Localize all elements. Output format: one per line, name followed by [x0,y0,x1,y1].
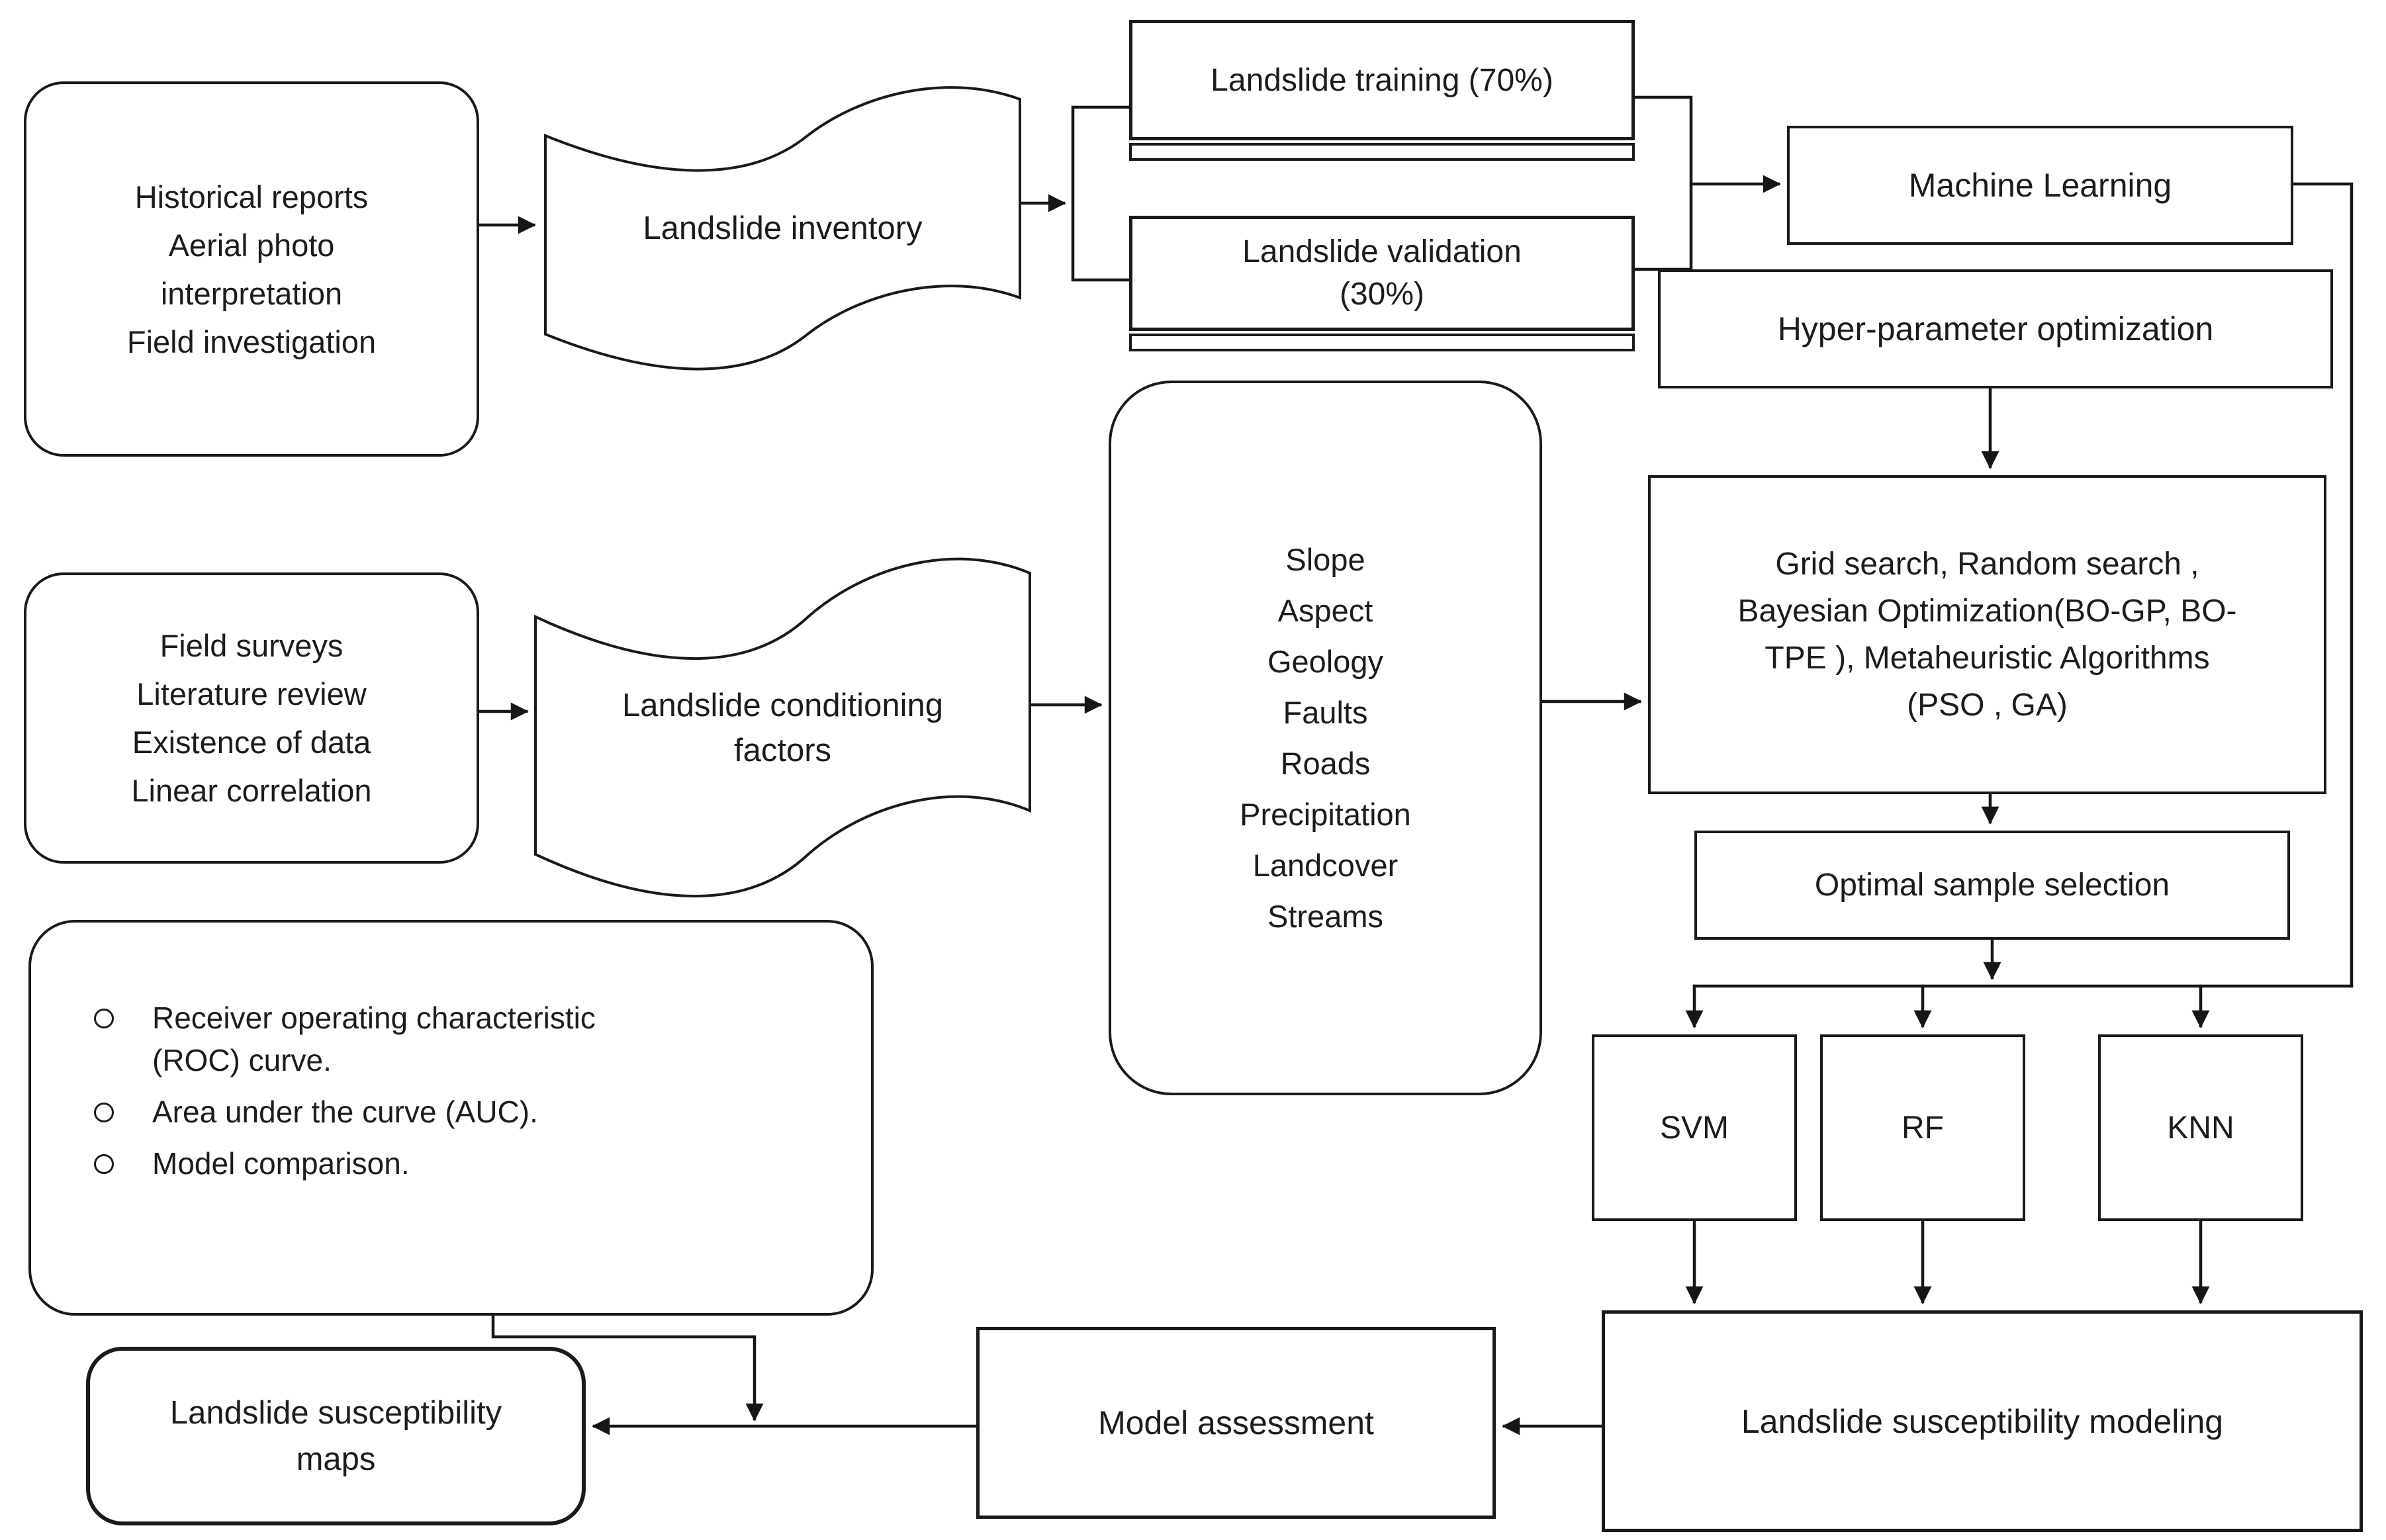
bullet-circle-icon [94,1154,114,1174]
node-line: Linear correlation [131,773,372,808]
node-factor-list: Slope Aspect Geology Faults Roads Precip… [1109,381,1542,1095]
list-item-line: (ROC) curve. [152,1043,332,1077]
node-line: Bayesian Optimization(BO-GP, BO- [1737,594,2237,629]
list-item-text: Receiver operating characteristic (ROC) … [152,997,596,1081]
node-susceptibility-modeling: Landslide susceptibility modeling [1602,1310,2363,1532]
node-label: KNN [2167,1110,2234,1146]
list-item-text: Area under the curve (AUC). [152,1095,538,1129]
list-item-text: Model comparison. [152,1146,410,1181]
node-line: factors [733,733,832,768]
node-label: Hyper-parameter optimization [1777,310,2214,347]
node-optimal-sample-selection: Optimal sample selection [1694,831,2290,940]
node-line: Aerial photo [168,227,335,263]
node-line: Roads [1280,746,1371,781]
list-item: Area under the curve (AUC). [94,1091,538,1133]
ml-wrap-line [2291,182,2354,988]
wave-shape [544,86,1021,371]
node-line: Landslide conditioning [622,688,943,723]
node-line: Field surveys [160,628,344,663]
node-line: Faults [1283,695,1368,730]
bullet-circle-icon [94,1009,114,1028]
node-line: Existence of data [132,725,371,760]
node-label: Landslide conditioning factors [533,602,1032,854]
node-line: TPE ), Metaheuristic Algorithms [1765,641,2210,676]
node-line: Landslide susceptibility [169,1395,502,1431]
training-box-shadow-strip [1129,143,1635,161]
node-hyper-parameter-optimization: Hyper-parameter optimization [1658,269,2333,388]
wave-shape [534,557,1031,897]
node-historical-sources: Historical reports Aerial photo interpre… [24,81,479,457]
node-field-data-sources: Field surveys Literature review Existenc… [24,572,479,864]
node-line: Landcover [1252,848,1399,883]
node-label: RF [1902,1110,1944,1146]
node-model-assessment: Model assessment [976,1327,1496,1519]
bullet-circle-icon [94,1103,114,1122]
node-label: Landslide inventory [643,210,923,246]
node-label: SVM [1659,1110,1729,1146]
node-evaluation-criteria: Receiver operating characteristic (ROC) … [28,920,874,1316]
merge-bracket-right [1633,95,1693,271]
list-item: Receiver operating characteristic (ROC) … [94,997,596,1081]
node-line: interpretation [160,275,343,311]
node-line: Landslide validation [1242,234,1522,269]
node-svm: SVM [1592,1034,1797,1221]
node-line: Slope [1285,542,1365,577]
node-line: (PSO , GA) [1907,688,2068,723]
node-label: Model assessment [1098,1404,1374,1441]
node-line: Aspect [1277,593,1373,628]
node-line: maps [296,1441,376,1477]
node-line: Field investigation [126,324,377,359]
list-item-line: Receiver operating characteristic [152,1001,596,1035]
node-machine-learning: Machine Learning [1787,126,2293,245]
node-line: Grid search, Random search , [1775,547,2199,582]
node-label: Landslide training (70%) [1211,62,1553,98]
node-line: Historical reports [134,179,369,214]
node-line: Precipitation [1240,797,1411,832]
node-optimization-methods: Grid search, Random search , Bayesian Op… [1648,475,2326,794]
node-rf: RF [1820,1034,2025,1221]
node-label: Landslide susceptibility modeling [1741,1402,2224,1440]
node-line: Streams [1267,899,1383,934]
node-susceptibility-maps: Landslide susceptibility maps [86,1347,586,1525]
node-line: Geology [1267,644,1384,679]
split-bracket-left [1071,105,1131,282]
node-landslide-training: Landslide training (70%) [1129,20,1635,140]
validation-box-shadow-strip [1129,334,1635,351]
node-line: (30%) [1339,277,1425,312]
node-label: Optimal sample selection [1814,868,2170,903]
node-knn: KNN [2098,1034,2303,1221]
edge-evaluation-to-junction [491,1314,764,1422]
node-landslide-conditioning-factors: Landslide conditioning factors [533,529,1032,900]
node-line: Literature review [136,676,367,711]
list-item: Model comparison. [94,1142,410,1185]
node-label: Machine Learning [1908,167,2172,204]
node-landslide-inventory: Landslide inventory [543,63,1023,374]
node-landslide-validation: Landslide validation (30%) [1129,216,1635,331]
